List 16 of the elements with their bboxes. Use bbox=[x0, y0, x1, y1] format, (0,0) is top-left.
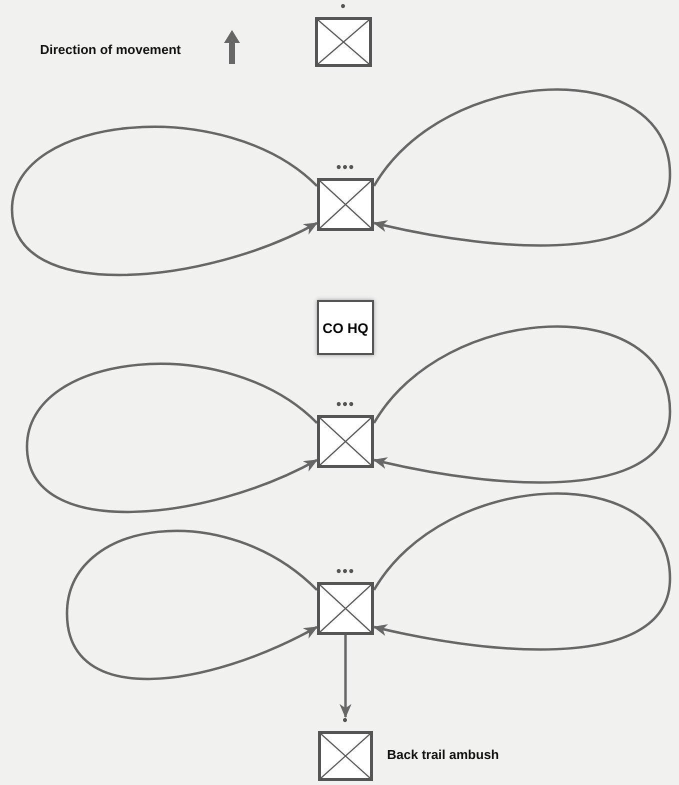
echelon-mark: • bbox=[339, 0, 348, 14]
echelon-mark: ••• bbox=[335, 398, 356, 412]
arrow bbox=[373, 88, 672, 247]
arrow bbox=[373, 492, 672, 651]
arrow bbox=[26, 362, 318, 514]
unit-caption: Back trail ambush bbox=[387, 747, 499, 762]
hq-box bbox=[317, 300, 374, 355]
arrow bbox=[340, 635, 352, 718]
arrow bbox=[66, 530, 318, 680]
echelon-mark: ••• bbox=[335, 565, 356, 579]
echelon-mark: ••• bbox=[335, 161, 356, 175]
echelon-mark: • bbox=[341, 714, 350, 728]
direction-label: Direction of movement bbox=[40, 42, 181, 57]
arrow bbox=[10, 126, 318, 276]
arrow bbox=[373, 326, 672, 484]
hq-label: CO HQ bbox=[322, 320, 368, 336]
